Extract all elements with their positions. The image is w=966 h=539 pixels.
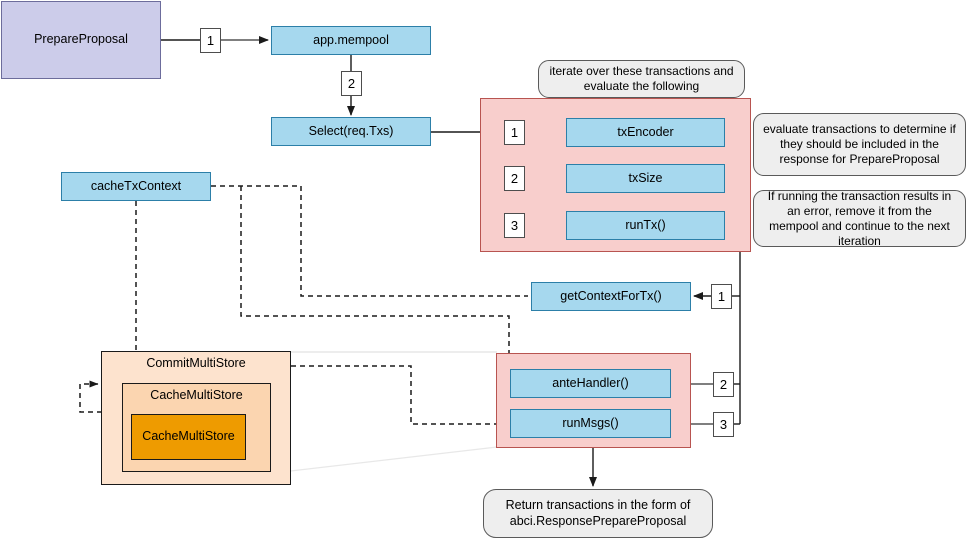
badge-step-3-run-tx-label: 3 (510, 218, 519, 233)
callout-evaluate-text: evaluate transactions to determine if th… (763, 122, 956, 166)
badge-step-1-mempool-label: 1 (206, 33, 215, 48)
run-msgs-label: runMsgs() (562, 415, 619, 430)
app-mempool-label: app.mempool (313, 32, 389, 47)
badge-step-3-run-msgs: 3 (713, 412, 734, 437)
ante-handler-label: anteHandler() (552, 375, 629, 390)
prepare-proposal-label: PrepareProposal (34, 32, 128, 47)
callout-iterate: iterate over these transactions and eval… (538, 60, 745, 98)
cache-multi-store-inner: CacheMultiStore (131, 414, 246, 460)
badge-step-2-select: 2 (341, 71, 362, 96)
callout-iterate-text: iterate over these transactions and eval… (549, 64, 734, 93)
node-run-tx[interactable]: runTx() (566, 211, 725, 240)
node-ante-handler[interactable]: anteHandler() (510, 369, 671, 398)
select-req-txs-label: Select(req.Txs) (308, 123, 394, 138)
node-tx-size[interactable]: txSize (566, 164, 725, 193)
callout-return-text: Return transactions in the form of abci.… (505, 497, 691, 528)
node-select-req-txs[interactable]: Select(req.Txs) (271, 117, 431, 146)
cache-multi-store-inner-label: CacheMultiStore (142, 429, 235, 444)
tx-encoder-label: txEncoder (617, 124, 674, 139)
badge-step-3-run-msgs-label: 3 (719, 417, 728, 432)
cache-multi-store-mid-label: CacheMultiStore (150, 388, 243, 402)
cache-tx-context-label: cacheTxContext (90, 178, 182, 193)
commit-multi-store-label: CommitMultiStore (146, 356, 246, 370)
node-run-msgs[interactable]: runMsgs() (510, 409, 671, 438)
node-prepare-proposal[interactable]: PrepareProposal (1, 1, 161, 79)
tx-size-label: txSize (628, 170, 663, 185)
node-cache-tx-context[interactable]: cacheTxContext (61, 172, 211, 201)
badge-step-1-tx-encoder-label: 1 (510, 125, 519, 140)
get-context-for-tx-label: getContextForTx() (560, 288, 662, 303)
callout-error-text: If running the transaction results in an… (767, 188, 952, 248)
badge-step-1-get-context-label: 1 (717, 289, 726, 304)
badge-step-2-select-label: 2 (347, 76, 356, 91)
node-tx-encoder[interactable]: txEncoder (566, 118, 725, 147)
callout-error: If running the transaction results in an… (753, 188, 966, 248)
badge-step-2-tx-size-label: 2 (510, 171, 519, 186)
callout-return: Return transactions in the form of abci.… (483, 489, 713, 538)
badge-step-2-tx-size: 2 (504, 166, 525, 191)
badge-step-1-get-context: 1 (711, 284, 732, 309)
run-tx-label: runTx() (625, 217, 666, 232)
badge-step-3-run-tx: 3 (504, 213, 525, 238)
badge-step-1-mempool: 1 (200, 28, 221, 53)
badge-step-1-tx-encoder: 1 (504, 120, 525, 145)
badge-step-2-ante-handler: 2 (713, 372, 734, 397)
badge-step-2-ante-handler-label: 2 (719, 377, 728, 392)
node-get-context-for-tx[interactable]: getContextForTx() (531, 282, 691, 311)
callout-evaluate: evaluate transactions to determine if th… (753, 113, 966, 176)
node-app-mempool[interactable]: app.mempool (271, 26, 431, 55)
